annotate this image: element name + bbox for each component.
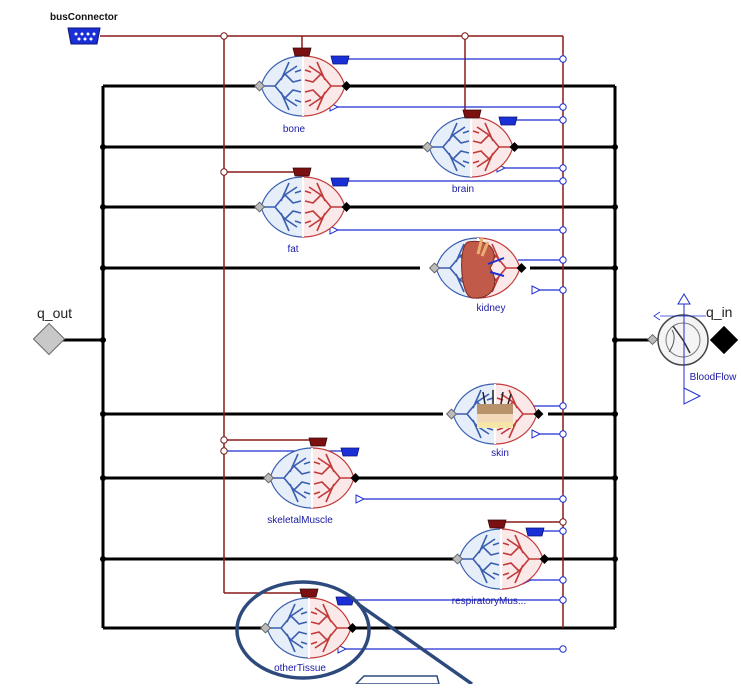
q-in-label: q_in (706, 304, 733, 320)
callout-box (354, 675, 440, 685)
organ-skeletal-muscle[interactable] (262, 447, 362, 509)
skeletal-muscle-label: skeletalMuscle (267, 515, 333, 526)
other-tissue-label: otherTissue (274, 663, 326, 674)
organ-skin[interactable] (445, 383, 545, 445)
blood-flow-label: BloodFlow (689, 372, 737, 383)
fat-label: fat (287, 244, 299, 255)
kidney-label: kidney (476, 303, 506, 314)
blood-flow-lines (63, 84, 652, 630)
signal-nodes (559, 55, 567, 653)
highlight-ellipse (235, 580, 474, 686)
junction-dots (100, 144, 618, 562)
q-in-port-icon[interactable] (646, 325, 739, 355)
signal-lines (224, 58, 563, 650)
bone-label: bone (282, 124, 306, 135)
brain-label: brain (451, 184, 475, 195)
connection-nodes (220, 32, 567, 526)
bus-connector-label: busConnector (50, 12, 118, 23)
respiratory-muscle-label: respiratoryMus... (451, 596, 527, 607)
q-out-label: q_out (37, 305, 73, 321)
blood-flow-sensor-icon[interactable] (653, 293, 709, 405)
organ-kidney[interactable] (428, 237, 528, 299)
q-out-port-icon[interactable] (32, 322, 66, 356)
skin-label: skin (491, 448, 509, 459)
bus-connector-icon[interactable] (67, 27, 101, 45)
